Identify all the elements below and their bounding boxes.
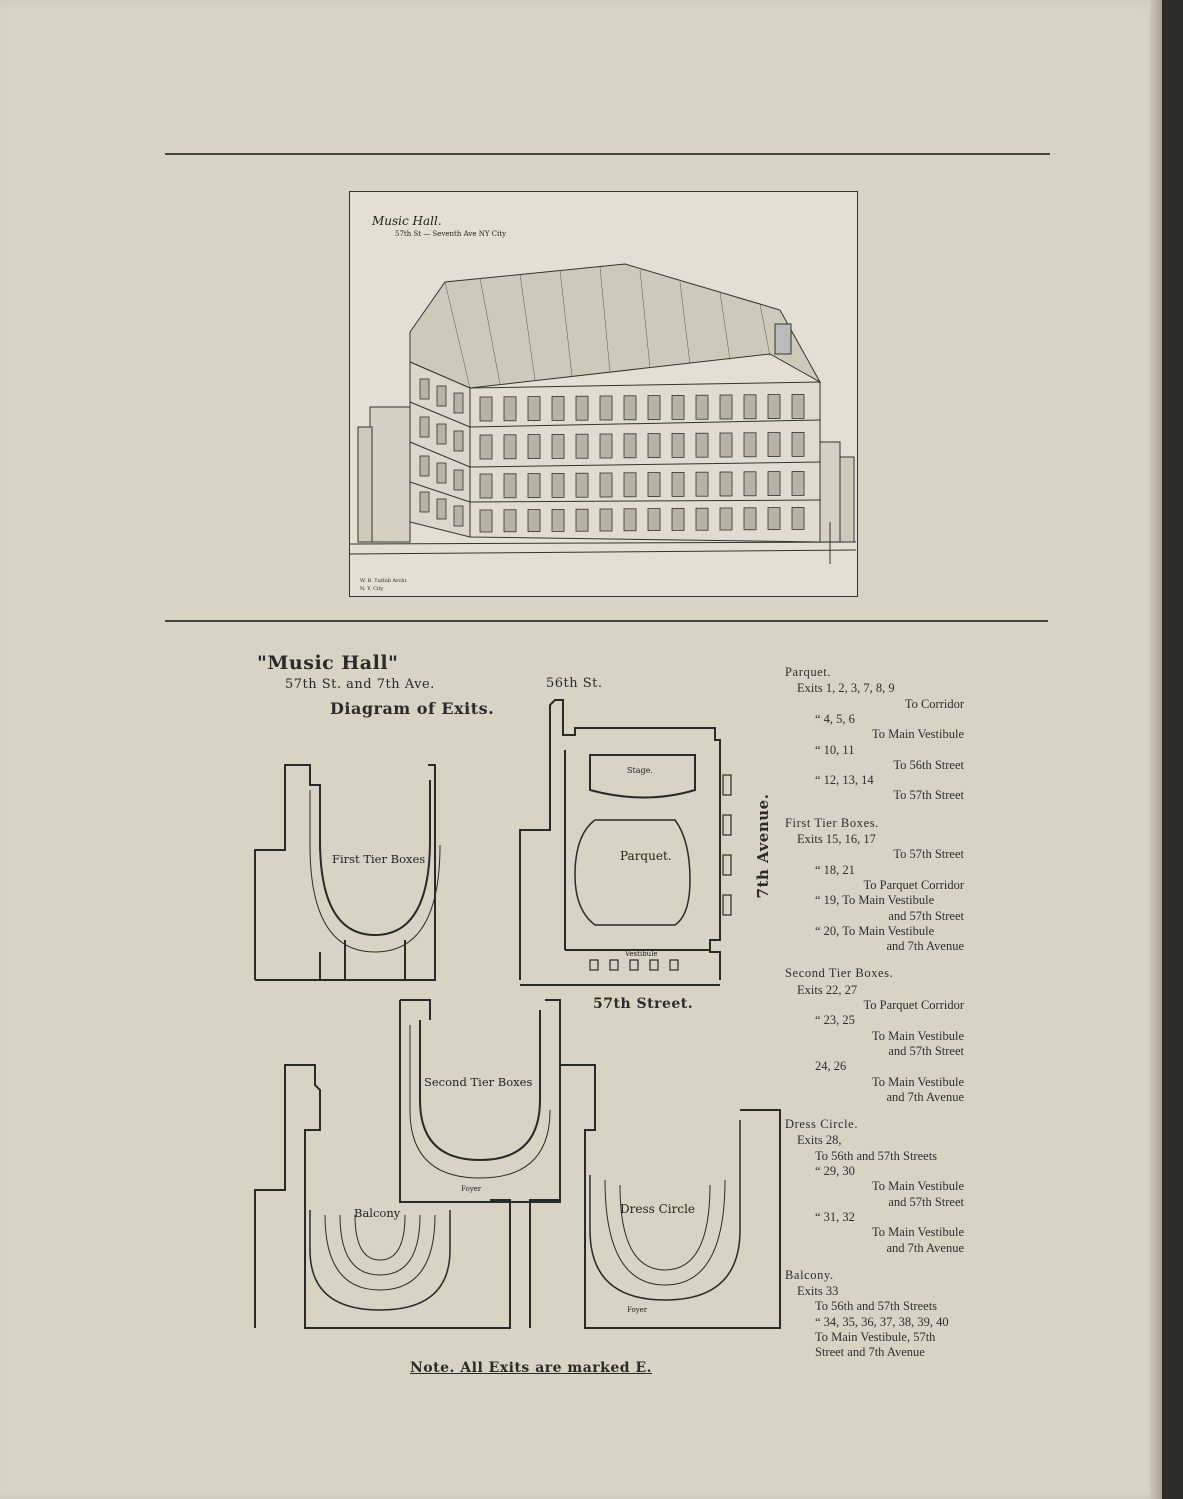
first-tier-plan: [254, 764, 441, 981]
parquet-label: Parquet.: [620, 849, 672, 863]
building-drawing: [350, 263, 856, 564]
foyer-label-dress-circle: Foyer: [627, 1306, 648, 1314]
legend-line: “ 12, 13, 14: [815, 773, 874, 788]
legend-line: “ 4, 5, 6: [815, 711, 855, 726]
diagram-heading: Diagram of Exits.: [330, 699, 495, 718]
first-tier-label: First Tier Boxes: [332, 852, 426, 866]
dress-circle-label: Dress Circle: [620, 1202, 696, 1216]
legend-line: and 57th Street: [888, 1194, 964, 1209]
middle-rule: [165, 620, 1048, 622]
second-tier-label: Second Tier Boxes: [424, 1075, 533, 1089]
legend-line: “ 34, 35, 36, 37, 38, 39, 40: [815, 1314, 949, 1329]
balcony-label: Balcony: [354, 1206, 401, 1220]
building-illustration: Music Hall. 57th St — Seventh Ave NY Cit…: [349, 191, 858, 597]
legend-line: To 56th Street: [893, 757, 964, 772]
second-tier-plan: [399, 999, 561, 1203]
street-57th-label: 57th Street.: [593, 996, 694, 1012]
legend-line: and 7th Avenue: [886, 1240, 964, 1255]
legend-line: Street and 7th Avenue: [815, 1345, 925, 1360]
illustration-title: Music Hall.: [372, 214, 442, 228]
street-56th-label: 56th St.: [546, 676, 603, 691]
dress-circle-plan: [529, 1064, 781, 1329]
legend-line: “ 20, To Main Vestibule: [815, 923, 935, 938]
legend-line: “ 29, 30: [815, 1164, 855, 1178]
legend-line: and 7th Avenue: [886, 1089, 964, 1104]
legend-section-title: Dress Circle.: [785, 1117, 859, 1132]
illustration-credit: W. B. Tuthill Archt: [360, 578, 407, 584]
legend-line: and 57th Street: [888, 908, 964, 923]
legend-section-title: Parquet.: [785, 665, 832, 679]
legend-line: Exits 28,: [797, 1133, 842, 1148]
legend-section-title: Balcony.: [785, 1267, 834, 1282]
parquet-plan: [519, 699, 732, 986]
diagram-title: "Music Hall": [257, 652, 399, 674]
legend-line: To Corridor: [904, 696, 964, 711]
legend-line: To 56th and 57th Streets: [815, 1148, 938, 1163]
legend-line: and 57th Street: [888, 1043, 964, 1058]
legend-line: 24, 26: [815, 1059, 847, 1074]
legend-line: To 57th Street: [893, 788, 964, 803]
stage-label: Stage.: [627, 766, 653, 775]
floor-plans: [254, 699, 781, 1329]
exits-note: Note. All Exits are marked E.: [410, 1360, 652, 1376]
foyer-label: Foyer: [461, 1185, 482, 1193]
legend-line: To Main Vestibule: [872, 727, 964, 742]
diagram-address: 57th St. and 7th Ave.: [285, 677, 435, 692]
illustration-subtitle: 57th St — Seventh Ave NY City: [395, 230, 507, 238]
legend-line: To Main Vestibule: [872, 1074, 964, 1089]
legend-line: Exits 1, 2, 3, 7, 8, 9: [797, 681, 895, 696]
legend-line: To Main Vestibule: [872, 1179, 964, 1194]
illustration-credit-2: N. Y. City: [360, 586, 384, 592]
legend-line: To Parquet Corridor: [863, 998, 965, 1012]
legend-line: Exits 22, 27: [797, 982, 858, 997]
legend-line: “ 23, 25: [815, 1013, 855, 1028]
binding-edge: [1162, 0, 1183, 1499]
legend-section-title: Second Tier Boxes.: [785, 966, 894, 981]
page-gutter: [1150, 0, 1162, 1499]
legend-line: and 7th Avenue: [886, 939, 964, 954]
legend-line: To Main Vestibule: [872, 1028, 964, 1043]
legend-line: To Main Vestibule, 57th: [815, 1330, 936, 1344]
legend-line: “ 10, 11: [815, 742, 855, 757]
legend-line: To 57th Street: [893, 847, 964, 862]
legend-line: “ 19, To Main Vestibule: [815, 893, 935, 908]
legend-line: To Main Vestibule: [872, 1225, 964, 1240]
balcony-plan: [254, 1064, 511, 1329]
legend-line: “ 31, 32: [815, 1209, 855, 1224]
legend-section-title: First Tier Boxes.: [785, 815, 879, 830]
vestibule-label: Vestibule: [625, 950, 658, 958]
legend-line: To 56th and 57th Streets: [815, 1299, 938, 1314]
top-rule: [165, 153, 1050, 155]
legend-line: Exits 15, 16, 17: [797, 832, 876, 846]
legend-line: “ 18, 21: [815, 862, 855, 877]
legend-line: Exits 33: [797, 1284, 839, 1299]
legend-line: To Parquet Corridor: [863, 877, 965, 892]
